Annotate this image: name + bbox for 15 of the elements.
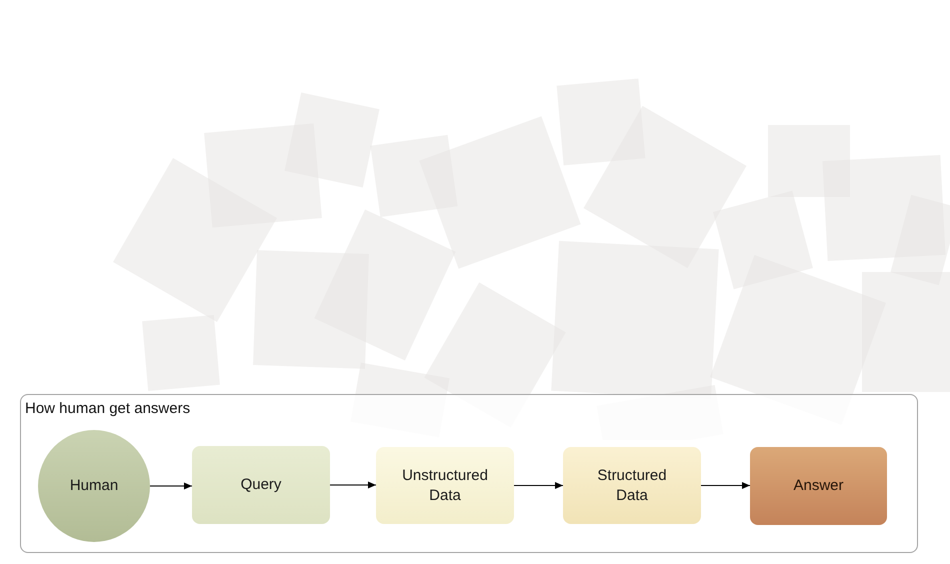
arrow <box>150 482 192 490</box>
arrow <box>700 482 750 489</box>
node-label: Unstructured Data <box>401 466 489 506</box>
node-label: Answer <box>793 476 844 496</box>
node-label: Human <box>70 476 118 496</box>
arrow <box>514 482 564 489</box>
process-box <box>192 446 330 524</box>
arrow <box>330 482 376 488</box>
process-box <box>563 447 701 524</box>
process-box <box>376 447 514 524</box>
frame-title: How human get answers <box>25 400 190 419</box>
node-label: Query <box>240 475 282 495</box>
group-frame <box>20 394 918 553</box>
process-box <box>750 447 887 525</box>
node-label: Structured Data <box>596 466 668 506</box>
